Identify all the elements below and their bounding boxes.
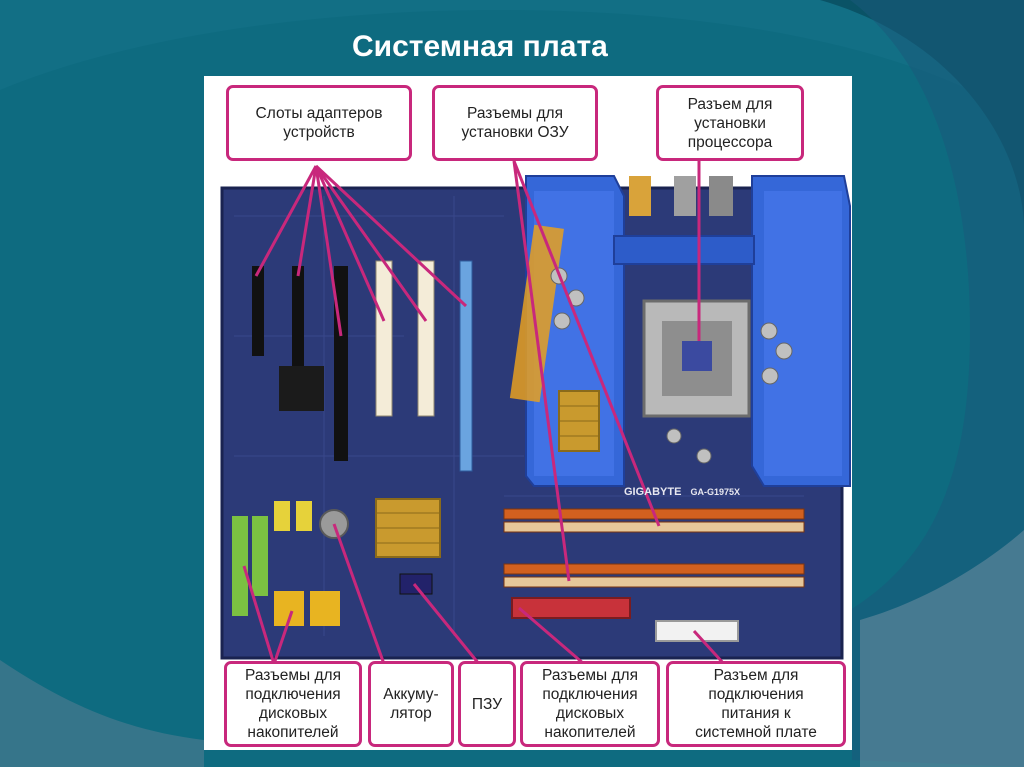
label-adapter-slots: Слоты адаптеров устройств xyxy=(226,85,412,161)
label-disk-right-line2: подключения xyxy=(542,686,638,703)
label-power-line1: Разъем для xyxy=(713,667,799,684)
label-disk-connectors-left: Разъемы для подключения дисковых накопит… xyxy=(224,661,362,747)
label-cpu-socket-line2: установки xyxy=(694,114,766,132)
label-power-line3: питания к xyxy=(721,705,791,722)
label-rom: ПЗУ xyxy=(458,661,516,747)
board-model: GA-G1975X xyxy=(690,487,741,497)
ide-connector xyxy=(511,597,631,619)
label-disk-connectors-right: Разъемы для подключения дисковых накопит… xyxy=(520,661,660,747)
pointer-arrows xyxy=(242,160,726,666)
label-cpu-socket: Разъем для установки процессора xyxy=(656,85,804,161)
label-adapter-slots-line1: Слоты адаптеров xyxy=(255,105,383,122)
label-ram-slots-line1: Разъемы для xyxy=(467,105,563,122)
motherboard-diagram xyxy=(220,160,851,666)
slide-title: Системная плата xyxy=(352,30,608,63)
label-battery: Аккуму- лятор xyxy=(368,661,454,747)
motherboard-figure: Слоты адаптеров устройств Разъемы для ус… xyxy=(204,76,852,750)
bios-chip xyxy=(399,573,433,595)
label-disk-left-line4: накопителей xyxy=(247,724,339,741)
label-cpu-socket-line3: процессора xyxy=(687,133,773,151)
label-rom-text: ПЗУ xyxy=(471,695,503,713)
label-battery-line1: Аккуму- xyxy=(383,686,439,703)
label-battery-line2: лятор xyxy=(390,705,432,722)
label-power-line2: подключения xyxy=(708,686,804,703)
label-cpu-socket-line1: Разъем для xyxy=(687,95,773,113)
expansion-slots xyxy=(252,260,473,472)
board-brand-marking: GIGABYTE GA-G1975X xyxy=(624,486,740,498)
label-disk-left-line1: Разъемы для xyxy=(245,667,341,684)
label-power-line4: системной плате xyxy=(695,724,817,741)
label-disk-left-line3: дисковых xyxy=(258,705,328,722)
label-adapter-slots-line2: устройств xyxy=(283,124,355,141)
label-power-connector: Разъем для подключения питания к системн… xyxy=(666,661,846,747)
label-disk-right-line1: Разъемы для xyxy=(542,667,638,684)
label-disk-right-line3: дисковых xyxy=(555,705,625,722)
label-ram-slots-line2: установки ОЗУ xyxy=(461,124,569,141)
atx-power-connector xyxy=(655,620,739,642)
board-brand: GIGABYTE xyxy=(624,486,682,498)
label-disk-right-line4: накопителей xyxy=(544,724,636,741)
label-ram-slots: Разъемы для установки ОЗУ xyxy=(432,85,598,161)
label-disk-left-line2: подключения xyxy=(245,686,341,703)
